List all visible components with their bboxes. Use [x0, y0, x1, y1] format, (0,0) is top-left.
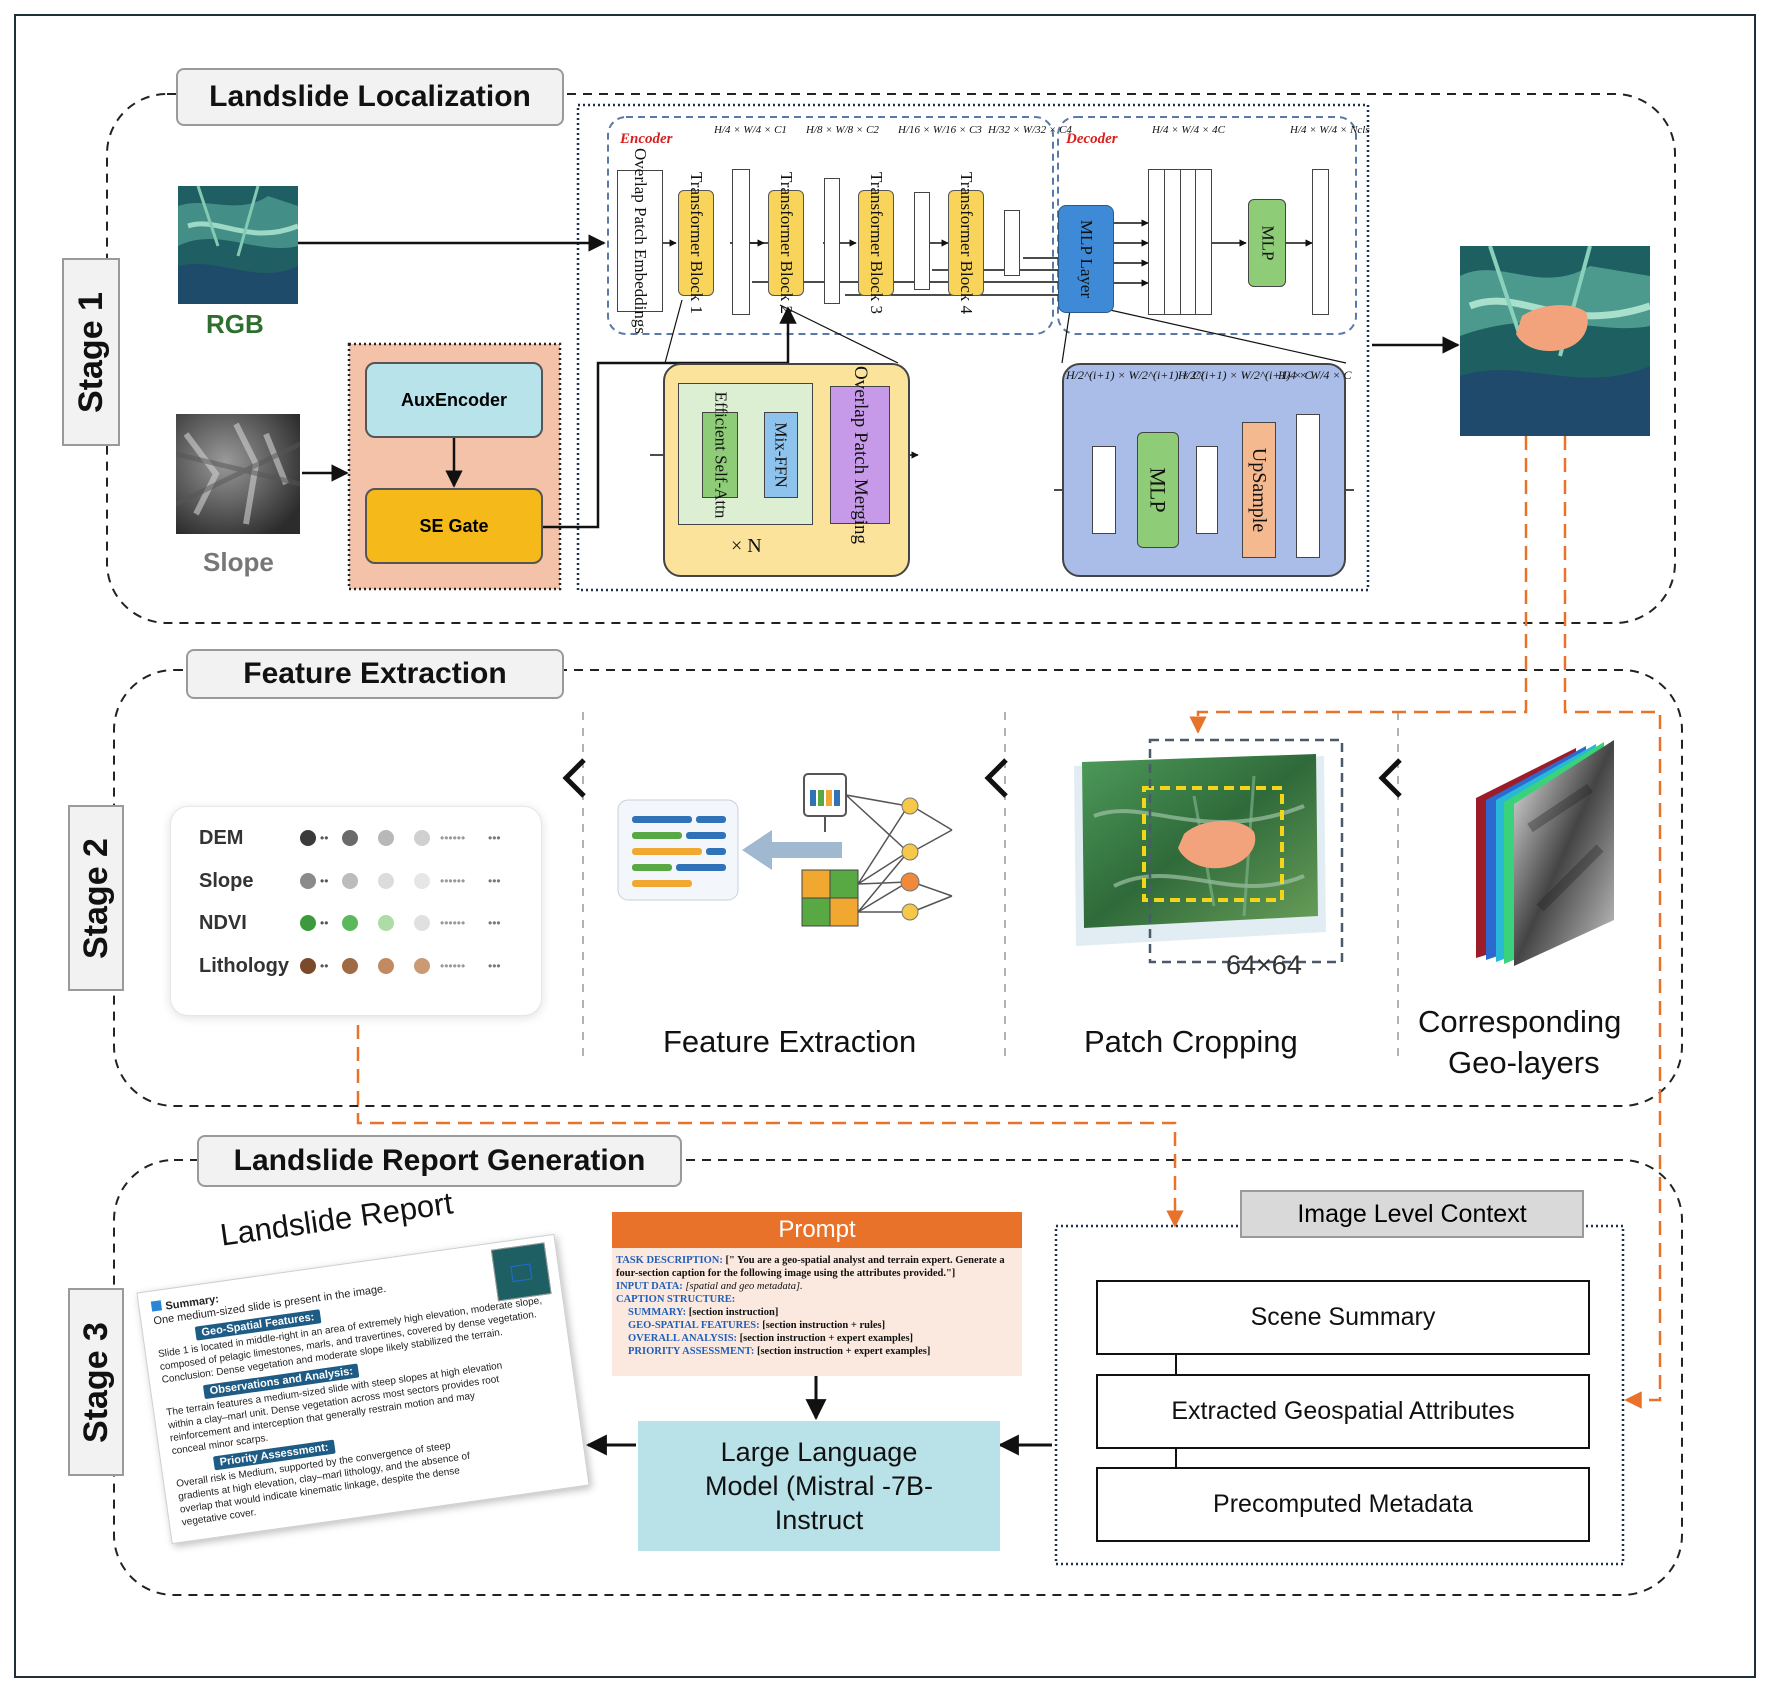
context-title: Image Level Context	[1240, 1190, 1584, 1238]
dim-label: H/4 × W/4 × 4C	[1152, 124, 1225, 136]
encoder-label: Encoder	[620, 131, 673, 147]
report-thumbnail	[490, 1242, 552, 1302]
feature-map-bar	[824, 178, 840, 304]
encoder-box	[607, 116, 1054, 335]
transformer-block-2: Transformer Block 2	[768, 172, 804, 314]
patch-size-label: 64×64	[1226, 950, 1302, 980]
mix-ffn-block: Mix-FFN	[764, 412, 798, 498]
mlp-block: MLP	[1248, 199, 1286, 287]
dim-label: H/32 × W/32 × C4	[988, 124, 1072, 136]
segformer-box	[576, 103, 1370, 592]
svg-text:••: ••	[320, 916, 328, 930]
chevron-left-icon	[562, 758, 586, 798]
svg-text:••••••: ••••••	[440, 959, 465, 973]
mlp-detail-block: MLP	[1137, 432, 1179, 548]
llm-label: Instruct	[774, 1505, 864, 1535]
svg-text:••: ••	[320, 831, 328, 845]
geo-layers-illustration	[1476, 740, 1614, 966]
patch-cropping-caption: Patch Cropping	[1084, 1024, 1298, 1059]
concat-feature-maps	[1148, 169, 1212, 315]
slope-image	[176, 414, 300, 534]
lithology-dots: •••••••••••	[300, 958, 501, 974]
stage1-title: Landslide Localization	[176, 68, 564, 126]
dim-label: H/4 × W/4 × C1	[714, 124, 787, 136]
dim-label: H/4 × W/4 × C	[1278, 368, 1352, 382]
feature-name: Slope	[199, 870, 254, 892]
feature-map-bar	[732, 169, 750, 315]
geo-layers-caption-1: Corresponding	[1418, 1004, 1622, 1039]
feature-name: DEM	[199, 827, 244, 849]
dim-label: H/2^(i+1) × W/2^(i+1) × Ci	[1066, 368, 1204, 382]
svg-text:•••: •••	[488, 874, 501, 888]
dim-label: H/8 × W/8 × C2	[806, 124, 879, 136]
slope-label: Slope	[203, 547, 274, 577]
feature-name: NDVI	[199, 912, 247, 934]
slope-dots: •••••••••••	[300, 873, 501, 889]
dim-label: H/2^(i+1) × W/2^(i+1) × C	[1178, 368, 1313, 382]
rgb-label: RGB	[206, 309, 264, 339]
dim-label: H/16 × W/16 × C3	[898, 124, 982, 136]
se-gate-block: SE Gate	[365, 488, 543, 564]
svg-text:••••••: ••••••	[440, 874, 465, 888]
feature-map-bar	[1296, 414, 1320, 558]
transformer-block-1: Transformer Block 1	[678, 172, 714, 314]
prompt-text: TASK DESCRIPTION: [" You are a geo-spati…	[616, 1255, 1005, 1357]
stage1-label: Stage 1	[62, 258, 120, 446]
llm-box: Large Language Model (Mistral -7B- Instr…	[638, 1421, 1000, 1551]
feature-map-bar	[1092, 446, 1116, 534]
geospatial-attributes-box: Extracted Geospatial Attributes	[1096, 1374, 1590, 1449]
decoder-label: Decoder	[1066, 131, 1118, 147]
times-n-label: × N	[731, 535, 762, 557]
svg-text:••••••: ••••••	[440, 831, 465, 845]
transformer-block-3: Transformer Block 3	[858, 172, 894, 314]
svg-text:••: ••	[320, 874, 328, 888]
transformer-block-4: Transformer Block 4	[948, 172, 984, 314]
upsample-block: UpSample	[1242, 422, 1276, 558]
precomputed-metadata-box: Precomputed Metadata	[1096, 1467, 1590, 1542]
dem-dots: •••••••••••	[300, 830, 501, 846]
prompt-header: Prompt	[612, 1212, 1022, 1248]
llm-label: Model (Mistral -7B-	[704, 1471, 934, 1501]
chevron-left-icon	[1378, 758, 1402, 798]
svg-text:••••••: ••••••	[440, 916, 465, 930]
scene-summary-box: Scene Summary	[1096, 1280, 1590, 1355]
feature-extraction-caption: Feature Extraction	[663, 1024, 917, 1059]
stage1-panel	[106, 93, 1676, 624]
patch-cropping-illustration	[1074, 738, 1344, 964]
stage2-label: Stage 2	[68, 805, 124, 991]
outer-frame	[14, 14, 1756, 1678]
svg-text:•••: •••	[488, 959, 501, 973]
llm-label: Large Language	[720, 1437, 918, 1467]
chevron-left-icon	[984, 758, 1008, 798]
context-box	[1054, 1224, 1625, 1566]
aux-encoder-block: AuxEncoder	[365, 362, 543, 438]
feature-map-bar	[1196, 446, 1218, 534]
dim-label: H/4 × W/4 × Ncls	[1290, 124, 1370, 136]
geo-layers-caption-2: Geo-layers	[1448, 1045, 1600, 1080]
ndvi-dots: •••••••••••	[300, 915, 501, 931]
feature-dots: ••••••••••• ••••••••••• ••••••••••• ••••…	[300, 830, 501, 974]
overlap-patch-merging-block: Overlap Patch Merging	[830, 366, 890, 544]
svg-text:••: ••	[320, 959, 328, 973]
svg-text:•••: •••	[488, 916, 501, 930]
mlp-layer-block: MLP Layer	[1058, 205, 1114, 313]
stage3-label: Stage 3	[68, 1288, 124, 1476]
efficient-self-attn-block: Efficient Self-Attn	[702, 392, 738, 518]
feature-map-bar	[1004, 210, 1020, 276]
segmentation-output-image	[1460, 246, 1650, 436]
feature-map-bar	[914, 192, 930, 290]
stage3-title: Landslide Report Generation	[197, 1135, 682, 1187]
feature-name: Lithology	[199, 955, 289, 977]
rgb-image	[178, 186, 298, 304]
overlap-patch-embeddings: Overlap Patch Embeddings	[617, 148, 663, 334]
svg-text:•••: •••	[488, 831, 501, 845]
feature-extraction-illustration	[617, 773, 953, 927]
stage2-title: Feature Extraction	[186, 649, 564, 699]
output-map-bar	[1312, 169, 1329, 315]
